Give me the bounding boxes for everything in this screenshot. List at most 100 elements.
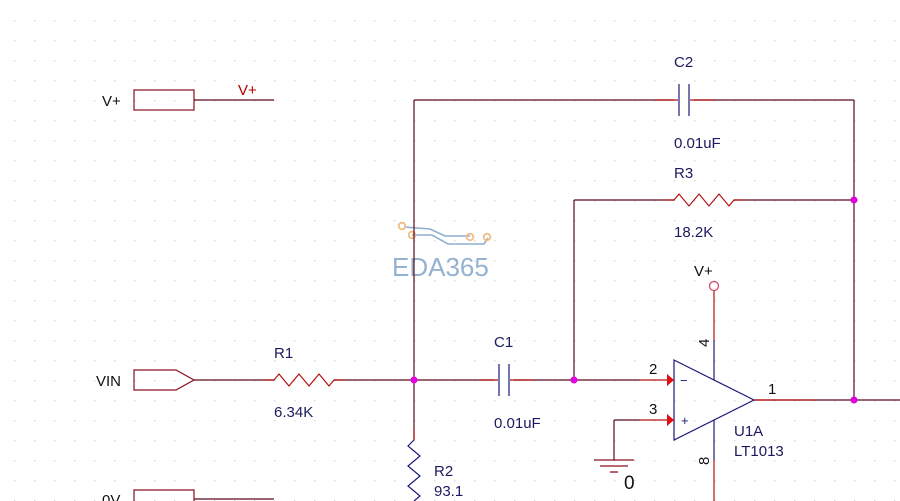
grid-dot bbox=[374, 160, 376, 162]
ground-symbol[interactable]: 0 bbox=[594, 459, 635, 494]
grid-dot bbox=[374, 260, 376, 262]
grid-dot bbox=[494, 340, 496, 342]
grid-dot bbox=[514, 280, 516, 282]
grid-dot bbox=[594, 280, 596, 282]
grid-dot bbox=[474, 140, 476, 142]
grid-dot bbox=[894, 400, 896, 402]
grid-dot bbox=[774, 60, 776, 62]
grid-dot bbox=[634, 160, 636, 162]
grid-dot bbox=[514, 480, 516, 482]
grid-dot bbox=[854, 480, 856, 482]
grid-dot bbox=[794, 100, 796, 102]
capacitor-c1[interactable]: C1 0.01uF bbox=[480, 334, 541, 432]
grid-dots bbox=[14, 20, 896, 501]
grid-dot bbox=[674, 400, 676, 402]
grid-dot bbox=[254, 80, 256, 82]
grid-dot bbox=[54, 240, 56, 242]
grid-dot bbox=[274, 420, 276, 422]
grid-dot bbox=[354, 40, 356, 42]
grid-dot bbox=[634, 420, 636, 422]
grid-dot bbox=[894, 340, 896, 342]
grid-dot bbox=[214, 160, 216, 162]
grid-dot bbox=[14, 100, 16, 102]
grid-dot bbox=[94, 40, 96, 42]
grid-dot bbox=[114, 300, 116, 302]
grid-dot bbox=[494, 400, 496, 402]
opamp-u1a[interactable]: − + 2 3 1 4 8 U1A LT1013 bbox=[640, 290, 814, 501]
grid-dot bbox=[294, 320, 296, 322]
power-vplus-symbol[interactable]: V+ bbox=[694, 263, 720, 292]
grid-dot bbox=[654, 420, 656, 422]
grid-dot bbox=[754, 320, 756, 322]
grid-dot bbox=[434, 480, 436, 482]
port-vin[interactable]: VIN bbox=[96, 369, 196, 391]
port-0v[interactable]: 0V bbox=[102, 489, 274, 501]
resistor-r2[interactable]: R2 93.1 bbox=[407, 430, 463, 501]
grid-dot bbox=[54, 180, 56, 182]
grid-dot bbox=[154, 20, 156, 22]
grid-dot bbox=[54, 20, 56, 22]
grid-dot bbox=[694, 260, 696, 262]
grid-dot bbox=[574, 80, 576, 82]
grid-dot bbox=[454, 80, 456, 82]
resistor-r1[interactable]: R1 6.34K bbox=[264, 345, 344, 421]
grid-dot bbox=[854, 160, 856, 162]
grid-dot bbox=[894, 100, 896, 102]
pin-arrow-inv bbox=[667, 374, 674, 386]
grid-dot bbox=[334, 240, 336, 242]
resistor-r3[interactable]: R3 18.2K bbox=[664, 165, 744, 241]
grid-dot bbox=[294, 400, 296, 402]
grid-dot bbox=[574, 180, 576, 182]
grid-dot bbox=[514, 220, 516, 222]
grid-dot bbox=[534, 360, 536, 362]
grid-dot bbox=[494, 140, 496, 142]
grid-dot bbox=[14, 300, 16, 302]
grid-dot bbox=[154, 180, 156, 182]
grid-dot bbox=[214, 200, 216, 202]
grid-dot bbox=[314, 320, 316, 322]
grid-dot bbox=[614, 120, 616, 122]
grid-dot bbox=[254, 60, 256, 62]
grid-dot bbox=[134, 460, 136, 462]
grid-dot bbox=[734, 20, 736, 22]
grid-dot bbox=[34, 140, 36, 142]
grid-dot bbox=[454, 160, 456, 162]
pin-number-1: 1 bbox=[768, 381, 776, 398]
grid-dot bbox=[494, 300, 496, 302]
grid-dot bbox=[634, 380, 636, 382]
grid-dot bbox=[54, 260, 56, 262]
grid-dot bbox=[414, 200, 416, 202]
grid-dot bbox=[334, 20, 336, 22]
grid-dot bbox=[894, 180, 896, 182]
port-vplus[interactable]: V+ V+ bbox=[102, 82, 274, 111]
capacitor-c2[interactable]: C2 0.01uF bbox=[656, 54, 721, 152]
grid-dot bbox=[354, 460, 356, 462]
grid-dot bbox=[354, 440, 356, 442]
grid-dot bbox=[694, 420, 696, 422]
grid-dot bbox=[134, 120, 136, 122]
grid-dot bbox=[134, 180, 136, 182]
grid-dot bbox=[374, 420, 376, 422]
grid-dot bbox=[734, 80, 736, 82]
grid-dot bbox=[174, 460, 176, 462]
grid-dot bbox=[394, 160, 396, 162]
grid-dot bbox=[874, 120, 876, 122]
grid-dot bbox=[34, 420, 36, 422]
grid-dot bbox=[854, 120, 856, 122]
grid-dot bbox=[474, 460, 476, 462]
grid-dot bbox=[94, 360, 96, 362]
grid-dot bbox=[734, 160, 736, 162]
grid-dot bbox=[654, 360, 656, 362]
grid-dot bbox=[254, 460, 256, 462]
grid-dot bbox=[774, 240, 776, 242]
grid-dot bbox=[194, 120, 196, 122]
watermark-text: EDA365 bbox=[392, 252, 489, 282]
grid-dot bbox=[814, 20, 816, 22]
port-vplus-label: V+ bbox=[102, 93, 121, 110]
grid-dot bbox=[834, 320, 836, 322]
grid-dot bbox=[794, 80, 796, 82]
grid-dot bbox=[314, 220, 316, 222]
grid-dot bbox=[314, 120, 316, 122]
grid-dot bbox=[794, 220, 796, 222]
